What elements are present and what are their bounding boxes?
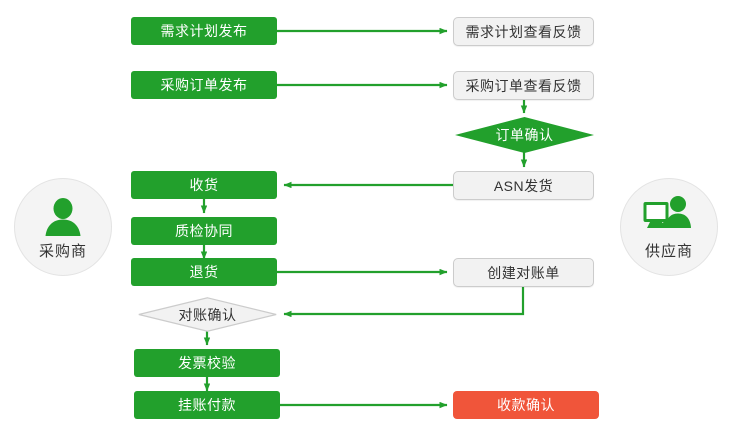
node-order-confirm[interactable]: 订单确认	[455, 117, 594, 153]
node-label: 挂账付款	[178, 397, 236, 413]
node-payable-payment[interactable]: 挂账付款	[134, 391, 280, 419]
node-asn-shipment[interactable]: ASN发货	[453, 171, 594, 200]
node-label: 采购订单发布	[160, 77, 248, 93]
node-label: 发票校验	[178, 355, 236, 371]
node-label: 质检协同	[175, 223, 233, 239]
actor-buyer[interactable]: 采购商	[14, 178, 112, 276]
node-label: 退货	[189, 264, 219, 280]
node-label: 需求计划发布	[160, 23, 248, 39]
node-receive-goods[interactable]: 收货	[131, 171, 277, 199]
node-invoice-check[interactable]: 发票校验	[134, 349, 280, 377]
node-demand-plan-publish[interactable]: 需求计划发布	[131, 17, 277, 45]
person-icon	[36, 193, 90, 237]
node-label: ASN发货	[493, 177, 554, 194]
node-label: 采购订单查看反馈	[465, 77, 582, 94]
node-label: 订单确认	[495, 127, 554, 143]
node-label: 收货	[189, 177, 219, 193]
edge-statement-to-confirm	[283, 286, 525, 318]
actor-label: 供应商	[644, 243, 693, 260]
actor-supplier[interactable]: 供应商	[620, 178, 718, 276]
diamond-shape	[455, 117, 594, 153]
node-label: 需求计划查看反馈	[465, 23, 582, 40]
node-return-goods[interactable]: 退货	[131, 258, 277, 286]
actor-label: 采购商	[38, 243, 87, 260]
node-demand-plan-feedback[interactable]: 需求计划查看反馈	[453, 17, 594, 46]
diamond-shape	[138, 297, 277, 332]
person-at-computer-icon	[642, 193, 696, 237]
node-label: 收款确认	[497, 397, 555, 413]
node-create-statement[interactable]: 创建对账单	[453, 258, 594, 287]
node-po-feedback[interactable]: 采购订单查看反馈	[453, 71, 594, 100]
node-label: 创建对账单	[487, 264, 560, 281]
node-quality-collab[interactable]: 质检协同	[131, 217, 277, 245]
node-label: 对账确认	[178, 306, 237, 323]
node-statement-confirm[interactable]: 对账确认	[138, 297, 277, 332]
node-receipt-confirm[interactable]: 收款确认	[453, 391, 599, 419]
node-po-publish[interactable]: 采购订单发布	[131, 71, 277, 99]
